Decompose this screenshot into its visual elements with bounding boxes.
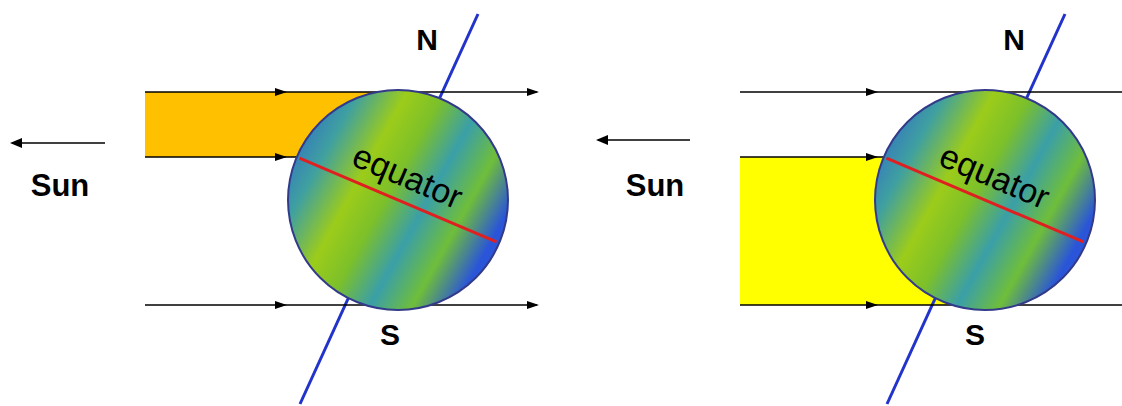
arrowheads xyxy=(10,88,539,309)
text-label: N xyxy=(416,23,438,57)
globe-shape xyxy=(286,88,510,312)
text-label: Sun xyxy=(626,168,685,204)
arrowheads xyxy=(596,88,878,309)
earth-globe: equator xyxy=(286,88,510,312)
text-label: S xyxy=(380,318,400,352)
text-label: S xyxy=(965,318,985,352)
text-label: Sun xyxy=(31,168,90,204)
globe-shape xyxy=(873,88,1097,312)
earth-globe: equator xyxy=(873,88,1097,312)
text-label: N xyxy=(1003,23,1025,57)
